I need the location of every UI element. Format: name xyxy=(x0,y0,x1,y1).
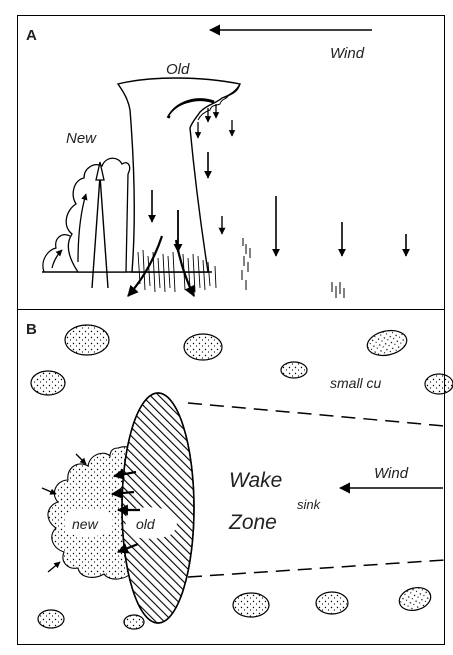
new-cloud-edge xyxy=(43,235,70,272)
panel-b-drawing: B small cu xyxy=(26,321,453,629)
panel-b-letter: B xyxy=(26,321,37,338)
virga xyxy=(242,238,344,298)
small-cu-label: small cu xyxy=(330,375,382,391)
small-cu xyxy=(38,610,64,628)
convergence-arrow xyxy=(42,488,56,494)
panel-a-letter: A xyxy=(26,27,37,44)
old-cloud-label: Old xyxy=(166,61,190,78)
sink-label: sink xyxy=(297,497,322,512)
small-cu xyxy=(184,334,222,360)
small-cu xyxy=(397,584,434,614)
wake-boundary xyxy=(188,403,445,426)
small-cu xyxy=(233,593,269,617)
small-cu xyxy=(124,615,144,629)
updraft-arrow xyxy=(52,250,62,268)
small-cu xyxy=(281,362,307,378)
small-cu xyxy=(316,592,348,614)
new-cell-label: new xyxy=(72,516,99,532)
wake-label: Wake xyxy=(229,469,282,492)
wake-boundary xyxy=(188,560,445,577)
wind-label-b: Wind xyxy=(374,465,409,482)
small-cu xyxy=(31,371,65,395)
small-cu xyxy=(65,325,109,355)
new-cloud-label: New xyxy=(66,130,97,147)
small-cu xyxy=(365,327,409,359)
convergence-arrow xyxy=(48,562,60,572)
wind-label: Wind xyxy=(330,45,365,62)
old-cell-label: old xyxy=(136,516,156,532)
small-cu xyxy=(425,374,453,394)
panel-a-drawing: A Wind Old New xyxy=(26,27,406,298)
zone-label: Zone xyxy=(228,511,277,534)
convergence-arrow xyxy=(76,454,86,464)
